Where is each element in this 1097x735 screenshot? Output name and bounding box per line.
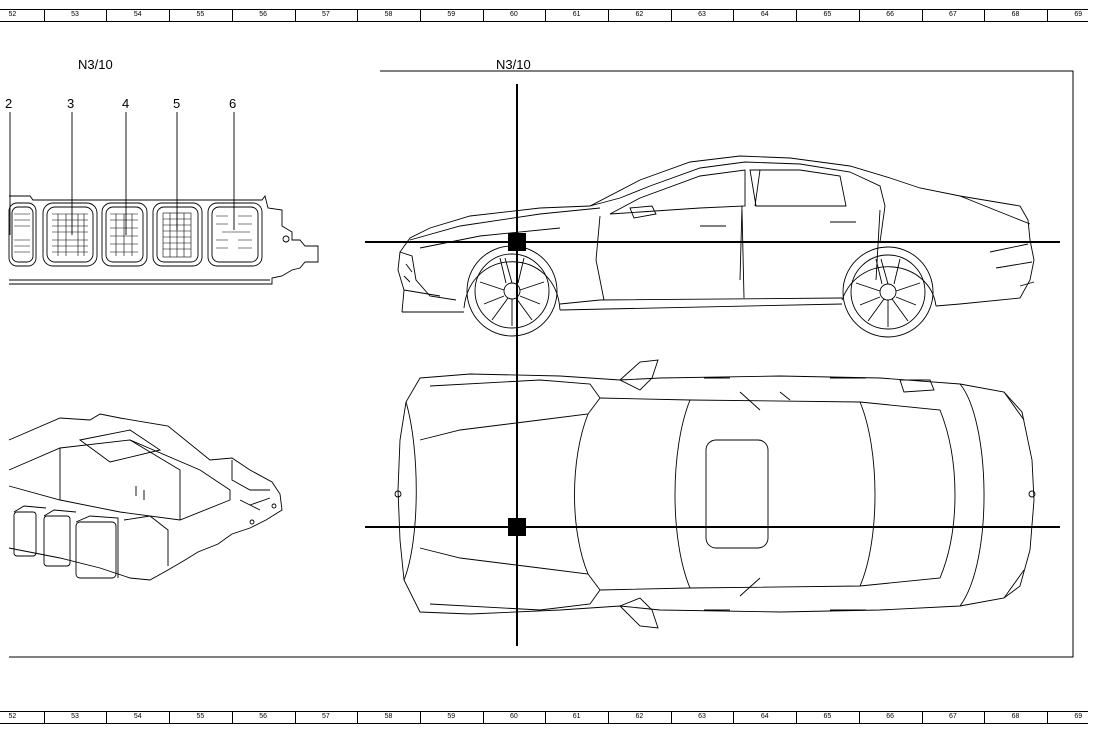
top-ruler: 52 53 54 55 56 57 58 59 60 61 62 63 64 65 66 67 68 69: [0, 9, 1097, 22]
control-unit-isometric-view: [8, 413, 283, 581]
ruler-tick: [608, 9, 609, 21]
control-unit-front-view: [8, 112, 319, 285]
ruler-number: 57: [321, 713, 330, 720]
ruler-number: 68: [1011, 11, 1020, 18]
ruler-number: 53: [71, 713, 79, 720]
ruler-tick: [43, 711, 45, 723]
ruler-number: 69: [1074, 11, 1083, 18]
connector-number-6: 6: [229, 96, 237, 111]
ruler-tick: [419, 9, 421, 21]
vehicle-frame: [9, 70, 1074, 658]
ruler-number: 69: [1074, 713, 1083, 720]
left-component-label: N3/10: [78, 57, 113, 72]
ruler-number: 63: [698, 11, 706, 18]
ruler-number: 57: [321, 11, 330, 18]
ruler-number: 66: [886, 11, 895, 18]
ruler-tick: [921, 9, 923, 21]
ruler-number: 68: [1011, 713, 1020, 720]
ruler-tick: [231, 711, 233, 723]
ruler-tick: [796, 9, 798, 21]
ruler-tick: [545, 9, 547, 21]
ruler-number: 66: [886, 713, 895, 720]
ruler-tick: [858, 711, 860, 723]
ruler-number: 56: [259, 11, 268, 18]
ruler-tick: [419, 711, 421, 723]
connector-number-4: 4: [122, 96, 130, 111]
ruler-number: 55: [196, 11, 205, 18]
ruler-number: 67: [948, 11, 957, 18]
location-crosshair: [365, 84, 1060, 646]
ruler-tick: [357, 9, 359, 21]
ruler-number: 62: [635, 11, 644, 18]
ruler-tick: [357, 711, 359, 723]
ruler-number: 58: [384, 11, 393, 18]
ruler-tick: [169, 711, 171, 723]
ruler-number: 62: [635, 713, 644, 720]
ruler-number: 59: [447, 713, 456, 720]
ruler-number: 54: [133, 11, 142, 18]
ruler-tick: [294, 711, 296, 723]
ruler-number: 60: [510, 11, 518, 18]
ruler-number: 65: [823, 713, 832, 720]
ruler-tick: [670, 711, 672, 723]
ruler-number: 67: [948, 713, 957, 720]
ruler-number: 56: [259, 713, 268, 720]
ruler-number: 59: [447, 11, 456, 18]
ruler-tick: [858, 9, 860, 21]
connector-number-3: 3: [67, 96, 75, 111]
ruler-number: 52: [8, 11, 17, 18]
ruler-tick: [984, 711, 986, 723]
ruler-tick: [482, 9, 484, 21]
ruler-number: 65: [823, 11, 832, 18]
ruler-number: 61: [572, 713, 581, 720]
ruler-tick: [1046, 9, 1048, 21]
ruler-tick: [921, 711, 923, 723]
ruler-number: 64: [760, 11, 769, 18]
ruler-number: 53: [71, 11, 79, 18]
connector-number-5: 5: [173, 96, 181, 111]
ruler-number: 54: [133, 713, 142, 720]
ruler-tick: [796, 711, 798, 723]
ruler-tick: [231, 9, 233, 21]
ruler-tick: [984, 9, 986, 21]
ruler-number: 58: [384, 713, 393, 720]
ruler-number: 52: [8, 713, 17, 720]
ruler-tick: [294, 9, 296, 21]
ruler-tick: [733, 9, 735, 21]
ruler-tick: [608, 711, 609, 723]
ruler-number: 55: [196, 713, 205, 720]
vehicle-side-view: [397, 155, 1035, 338]
ruler-tick: [482, 711, 484, 723]
ruler-tick: [106, 711, 108, 723]
ruler-number: 60: [510, 713, 518, 720]
ruler-tick: [733, 711, 735, 723]
bottom-ruler: 52 53 54 55 56 57 58 59 60 61 62 63 64 65 66 67 68 69: [0, 711, 1097, 724]
right-component-label: N3/10: [496, 57, 531, 72]
ruler-tick: [1046, 711, 1048, 723]
ruler-tick: [670, 9, 672, 21]
connector-number-2: 2: [5, 96, 13, 111]
ruler-number: 61: [572, 11, 581, 18]
vehicle-top-view: [394, 359, 1036, 629]
ruler-tick: [545, 711, 547, 723]
ruler-tick: [43, 9, 45, 21]
ruler-number: 64: [760, 713, 769, 720]
location-marker-top: [508, 518, 526, 536]
ruler-tick: [106, 9, 108, 21]
location-marker-side: [508, 233, 526, 251]
ruler-tick: [169, 9, 171, 21]
ruler-number: 63: [698, 713, 706, 720]
